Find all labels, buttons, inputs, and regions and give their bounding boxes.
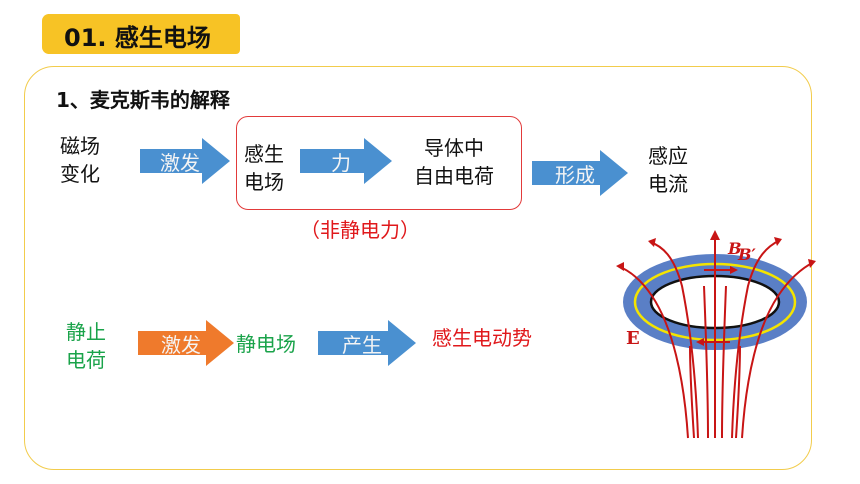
content-panel (24, 66, 812, 470)
b-prime-label: B′ (737, 245, 757, 264)
field-line-arrowheads (616, 230, 816, 271)
item-line: 电荷 (66, 348, 106, 372)
arrow-label: 激发 (160, 150, 200, 175)
free-charge-label: 导体中 自由电荷 (404, 134, 504, 190)
item-line: 感应 (648, 144, 688, 168)
item-line: 导体中 (424, 136, 484, 160)
arrow-label: 激发 (161, 332, 201, 357)
electrostatic-field-label: 静电场 (236, 332, 296, 356)
highlight-box (236, 116, 522, 210)
form-arrow: 形成 (532, 150, 628, 196)
arrow-shape (318, 320, 416, 366)
item-line: 变化 (60, 162, 100, 186)
arrow-label: 产生 (342, 332, 382, 357)
induced-field-label: 感生 电场 (244, 140, 284, 196)
e-field-arrows (700, 269, 734, 343)
arrow-label: 力 (331, 150, 351, 175)
arrow-shape (532, 150, 628, 196)
magnetic-field-lines (617, 236, 815, 439)
non-electrostatic-force-note: （非静电力） (300, 218, 420, 242)
e-label: E (626, 328, 640, 349)
item-line: 自由电荷 (414, 164, 494, 188)
item-line: 电流 (648, 172, 688, 196)
arrow-shape (138, 320, 234, 366)
item-line: 感生 (244, 142, 284, 166)
excite-arrow: 激发 (140, 138, 230, 184)
b-label: B (727, 239, 742, 258)
excite-arrow-orange: 激发 (138, 320, 234, 366)
item-line: 磁场 (60, 134, 100, 158)
induced-emf-label: 感生电动势 (432, 326, 532, 350)
section-heading: 1、麦克斯韦的解释 (56, 88, 230, 112)
page-title: 01. 感生电场 (64, 24, 211, 52)
arrow-label: 形成 (555, 162, 595, 187)
induced-field-figure: B B′ E (616, 230, 816, 439)
title-tag (42, 14, 240, 54)
static-charge-label: 静止 电荷 (66, 318, 106, 374)
induced-current-label: 感应 电流 (648, 142, 688, 198)
arrow-shape (140, 138, 230, 184)
e-field-arrowheads (696, 266, 738, 346)
magnetic-field-change-label: 磁场 变化 (60, 132, 100, 188)
item-line: 电场 (244, 170, 284, 194)
force-arrow: 力 (300, 138, 392, 184)
produce-arrow: 产生 (318, 320, 416, 366)
item-line: 静止 (66, 320, 106, 344)
arrow-shape (300, 138, 392, 184)
